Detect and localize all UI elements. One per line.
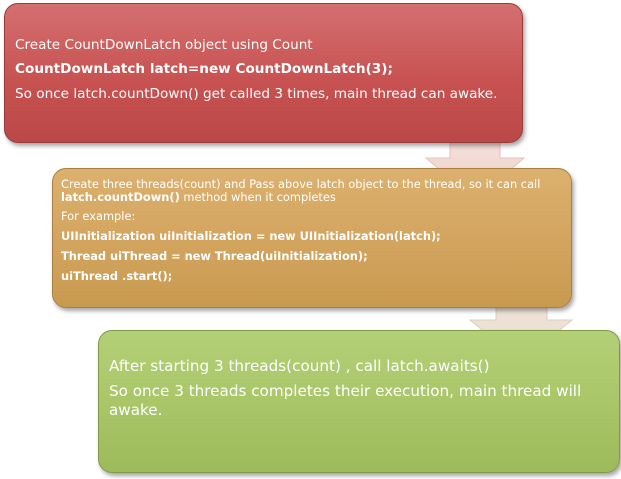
step-2-intro-text: Create three threads(count) and Pass abo…: [61, 177, 541, 191]
step-1-note: So once latch.countDown() get called 3 t…: [15, 86, 498, 102]
step-2-box: Create three threads(count) and Pass abo…: [52, 168, 572, 308]
step-2-intro-method: latch.countDown(): [61, 190, 180, 204]
step-2-intro: Create three threads(count) and Pass abo…: [61, 178, 563, 204]
step-2-code-line: UIInitialization uiInitialization = new …: [61, 229, 441, 243]
step-2-example-label: For example:: [61, 209, 136, 223]
step-2-code-line: uiThread .start();: [61, 269, 173, 283]
step-3-box: After starting 3 threads(count) , call l…: [98, 330, 620, 473]
step-2-code-line: Thread uiThread = new Thread(uiInitializ…: [61, 249, 368, 263]
step-3-text: After starting 3 threads(count) , call l…: [109, 357, 490, 375]
step-1-code: CountDownLatch latch=new CountDownLatch(…: [15, 61, 393, 77]
step-1-text: Create CountDownLatch object using Count: [15, 37, 313, 53]
step-2-intro-tail: method when it completes: [179, 190, 336, 204]
step-3-note: So once 3 threads completes their execut…: [109, 382, 582, 419]
step-1-box: Create CountDownLatch object using Count…: [4, 3, 523, 143]
